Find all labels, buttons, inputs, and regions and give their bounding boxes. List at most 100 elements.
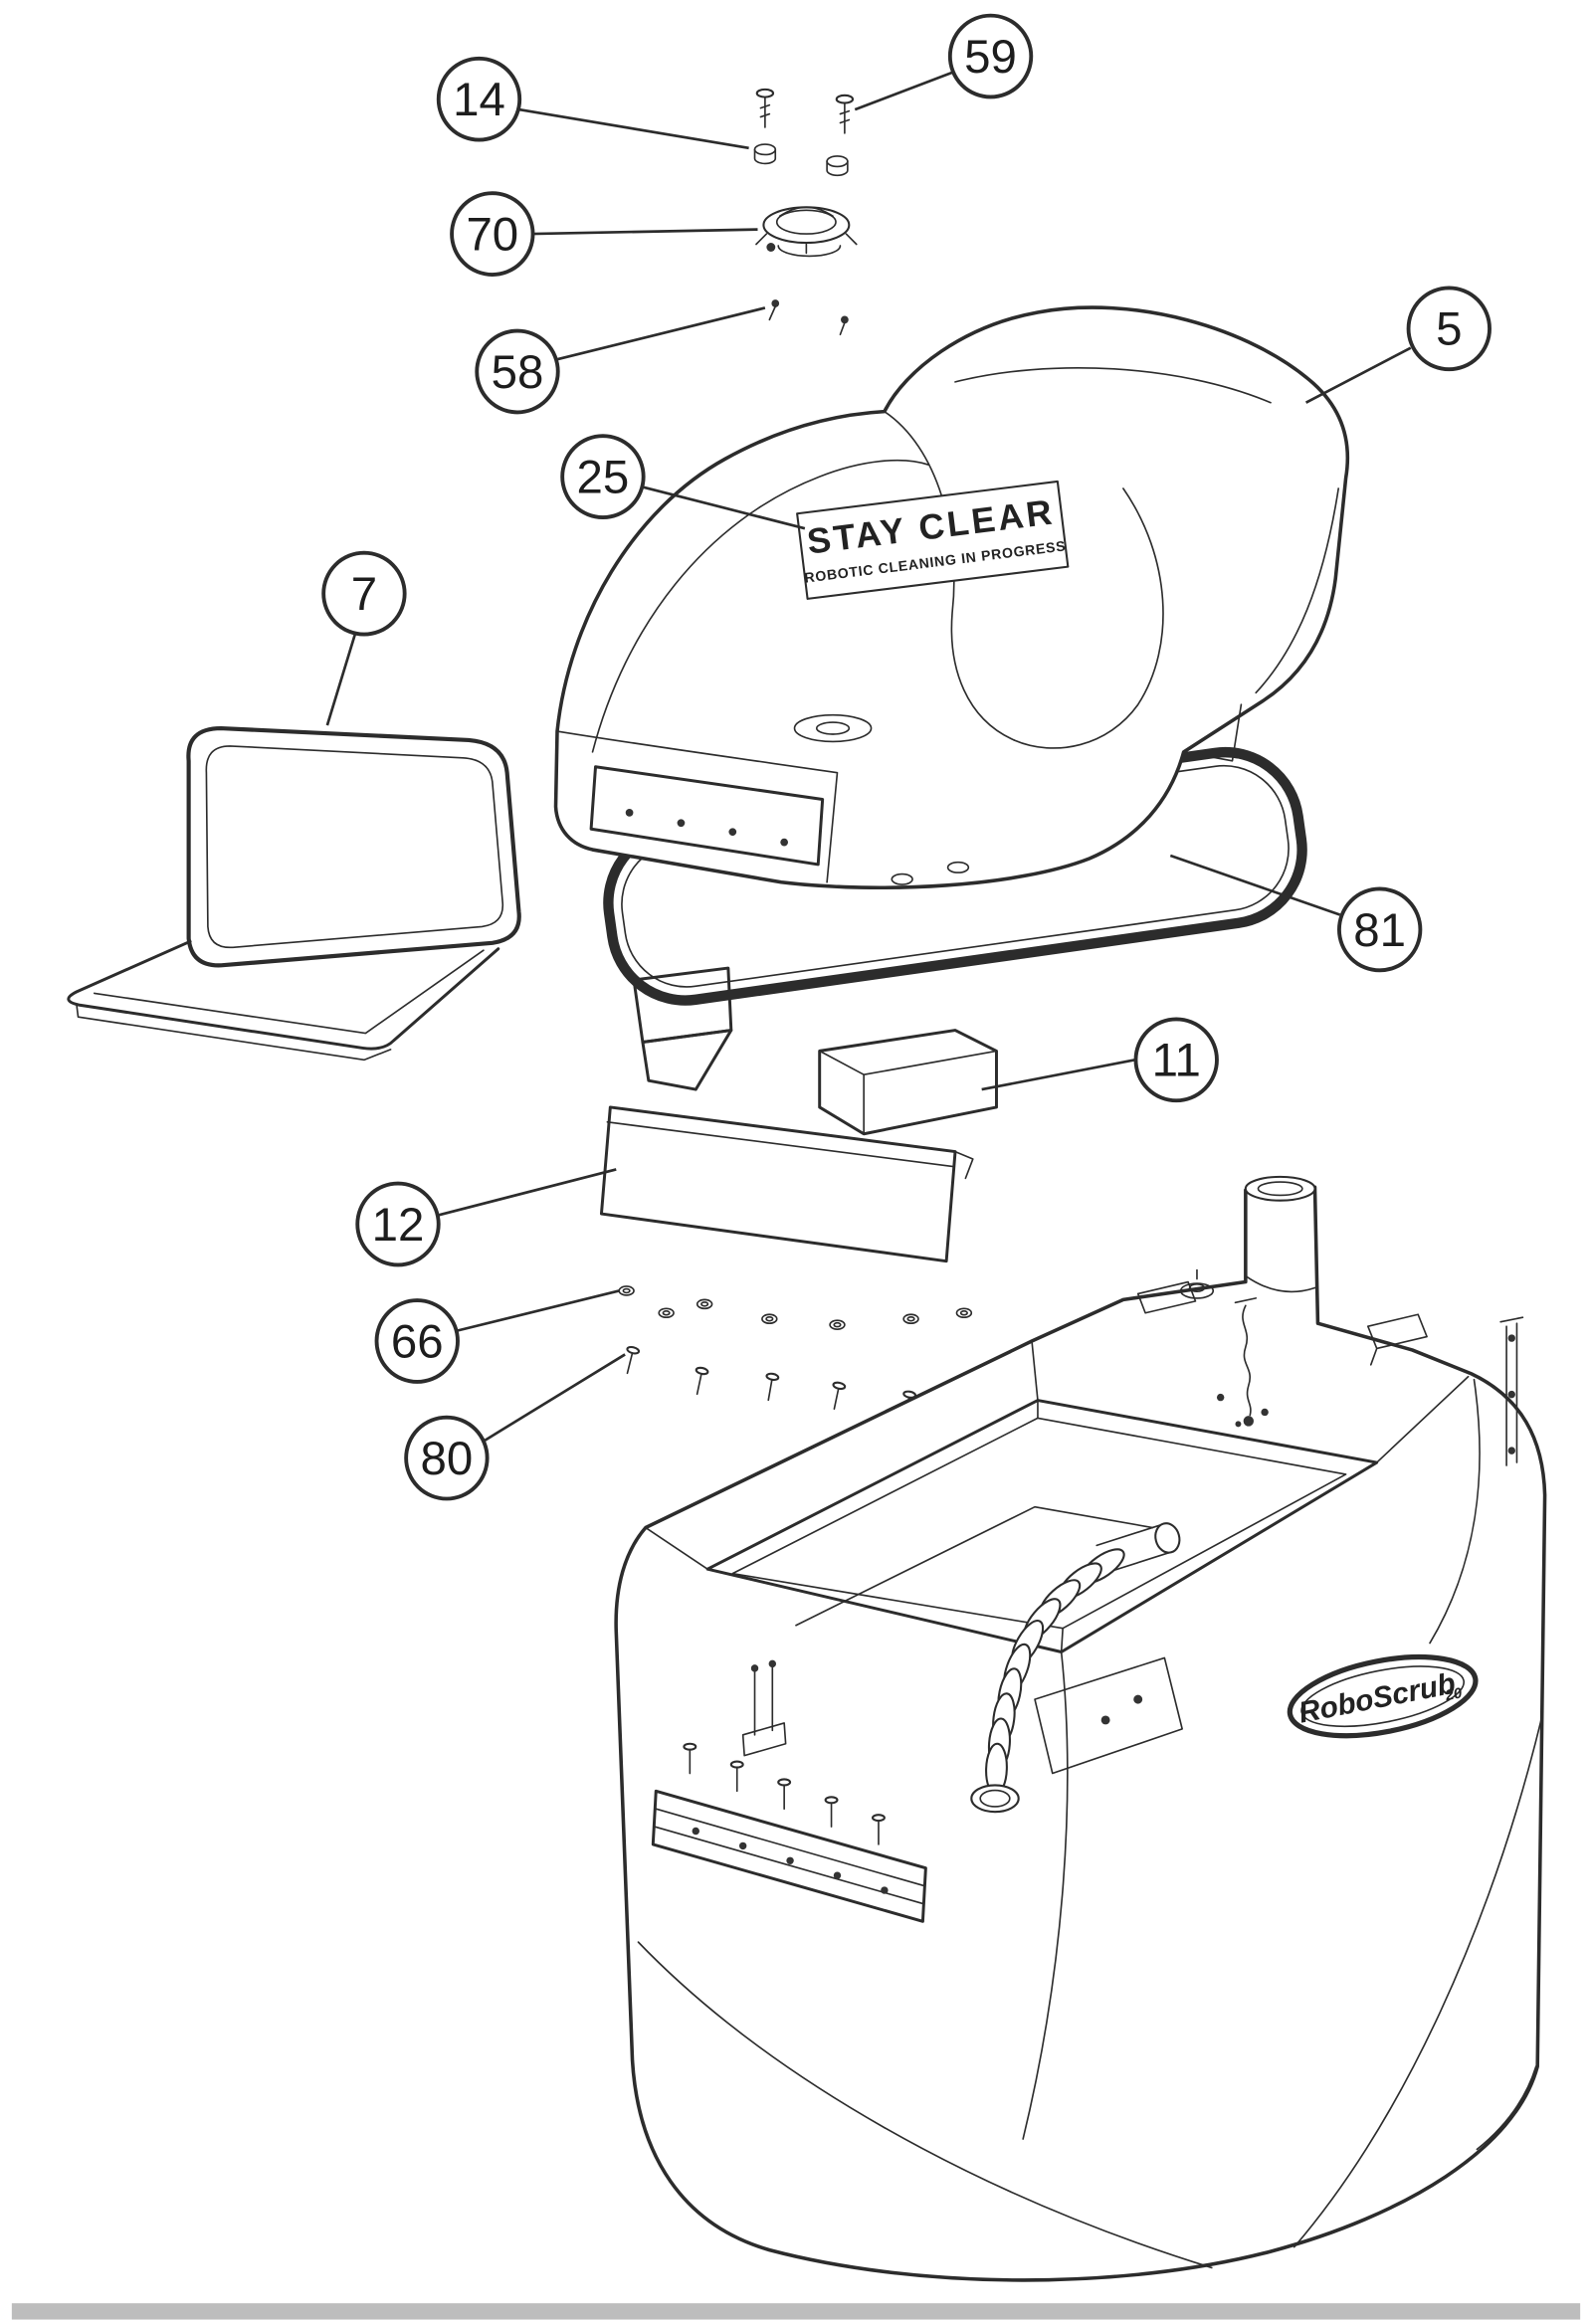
base-panel-rivet <box>728 828 737 837</box>
hinge-rivet <box>738 1841 747 1850</box>
callout-11-leader <box>981 1059 1135 1091</box>
machine-body: RoboScrub 20 <box>614 1175 1547 2282</box>
logo-oval-outer <box>1287 1654 1479 1739</box>
caster-notch <box>1476 2065 1537 2151</box>
callout-25: 25 <box>560 434 806 530</box>
front-face-sweep <box>637 1941 1213 2269</box>
base-panel-rivet <box>677 819 686 828</box>
seat-pan-contour <box>591 459 930 753</box>
hinge-rivet <box>881 1886 889 1894</box>
seat-back-contour <box>1013 487 1164 749</box>
guard-frame-base-thickness <box>76 1004 392 1062</box>
nut-side <box>826 160 849 177</box>
callout-11-bubble <box>1133 1017 1219 1103</box>
rod-base <box>741 1722 787 1757</box>
side-pin-dot <box>1507 1334 1515 1342</box>
small-screw-shaft <box>768 305 777 321</box>
screw <box>832 1381 847 1410</box>
hose-fitting-end <box>1154 1522 1181 1554</box>
callout-59-number: 59 <box>964 31 1017 84</box>
hinge-screw-head <box>824 1796 839 1805</box>
nut-top <box>753 143 777 156</box>
callout-5-number: 5 <box>1436 303 1462 356</box>
callout-14-bubble <box>436 56 522 142</box>
cable-tee <box>1234 1297 1258 1304</box>
cap-ribs <box>755 233 858 255</box>
washer <box>696 1298 713 1310</box>
cover-base-top-edge <box>556 730 839 883</box>
hose-fitting <box>1095 1523 1175 1573</box>
washer <box>955 1307 973 1319</box>
callout-25-number: 25 <box>577 451 630 503</box>
bracket-left <box>632 966 733 1091</box>
bracket-right <box>818 1029 998 1136</box>
bracket-body <box>818 1029 998 1136</box>
hinge-strip <box>651 1742 927 1923</box>
rod-tip <box>768 1659 776 1668</box>
deck-bracket <box>1367 1313 1428 1366</box>
callout-81-bubble <box>1336 886 1423 973</box>
bracket-flap <box>641 1029 733 1091</box>
washer-outer <box>696 1298 713 1310</box>
deck-dot <box>1261 1408 1269 1417</box>
scan-artifact-bar <box>11 2303 1581 2320</box>
nut-part-14-left <box>753 143 777 165</box>
small-screw-head <box>841 315 849 324</box>
washer-outer <box>658 1307 675 1319</box>
cover-foot <box>891 872 913 885</box>
small-screw-head <box>771 299 780 307</box>
deck-dot <box>1216 1393 1225 1402</box>
callout-58-leader <box>555 306 766 361</box>
washer-inner <box>833 1321 842 1328</box>
cap-tab <box>766 243 776 252</box>
post-top-inner <box>1257 1181 1303 1197</box>
top-hardware <box>753 88 858 336</box>
panel-plate-part <box>599 1105 974 1263</box>
rim-corner-edges <box>645 1340 1470 1653</box>
hinge-rivet <box>786 1856 794 1865</box>
small-screw-shaft <box>839 321 846 336</box>
cap-dome <box>778 206 834 218</box>
drain-hose <box>970 1522 1181 1814</box>
body-silhouette <box>614 1185 1547 2282</box>
cable-connector <box>1243 1416 1254 1427</box>
hinge-rivet <box>692 1827 699 1836</box>
washer-outer <box>902 1313 919 1324</box>
washer-inner <box>906 1315 915 1322</box>
washer <box>618 1285 635 1296</box>
hinge-screw-head <box>683 1742 697 1751</box>
seat-hole-inner <box>815 721 851 735</box>
nut-side <box>753 148 777 165</box>
inner-rods <box>753 1664 774 1736</box>
hinge-screw-head <box>872 1814 886 1823</box>
base-panel-rivet <box>625 808 634 817</box>
guard-frame-base-edge <box>94 949 485 1035</box>
screw-part-59-right <box>835 94 855 134</box>
callout-25-bubble <box>560 434 646 519</box>
hinge-screw-head <box>729 1760 744 1769</box>
hinge-screw-head <box>777 1778 792 1787</box>
plate-outline <box>599 1105 957 1263</box>
cable <box>1242 1304 1252 1417</box>
base-panel-rivet <box>780 838 789 847</box>
screw-shaft <box>696 1373 702 1396</box>
rod-tip <box>750 1664 759 1672</box>
callout-66: 66 <box>374 1289 620 1384</box>
callout-81-number: 81 <box>1353 904 1406 957</box>
guard-frame-base-plate <box>67 939 500 1051</box>
cover-right-edge <box>1255 487 1339 694</box>
screws-part-58 <box>768 299 849 336</box>
screw <box>695 1366 709 1396</box>
callout-14: 14 <box>436 56 749 150</box>
callout-7-leader <box>325 633 357 726</box>
washer <box>829 1319 846 1330</box>
guard-frame-part <box>67 725 521 1062</box>
washer-outer <box>618 1285 635 1296</box>
bracket-fold-1 <box>818 1050 998 1076</box>
logo-oval-inner <box>1300 1665 1466 1728</box>
washer-outer <box>829 1319 846 1330</box>
hinge-rivet <box>833 1871 842 1879</box>
washer-inner <box>622 1287 631 1294</box>
callout-80-number: 80 <box>421 1433 474 1485</box>
